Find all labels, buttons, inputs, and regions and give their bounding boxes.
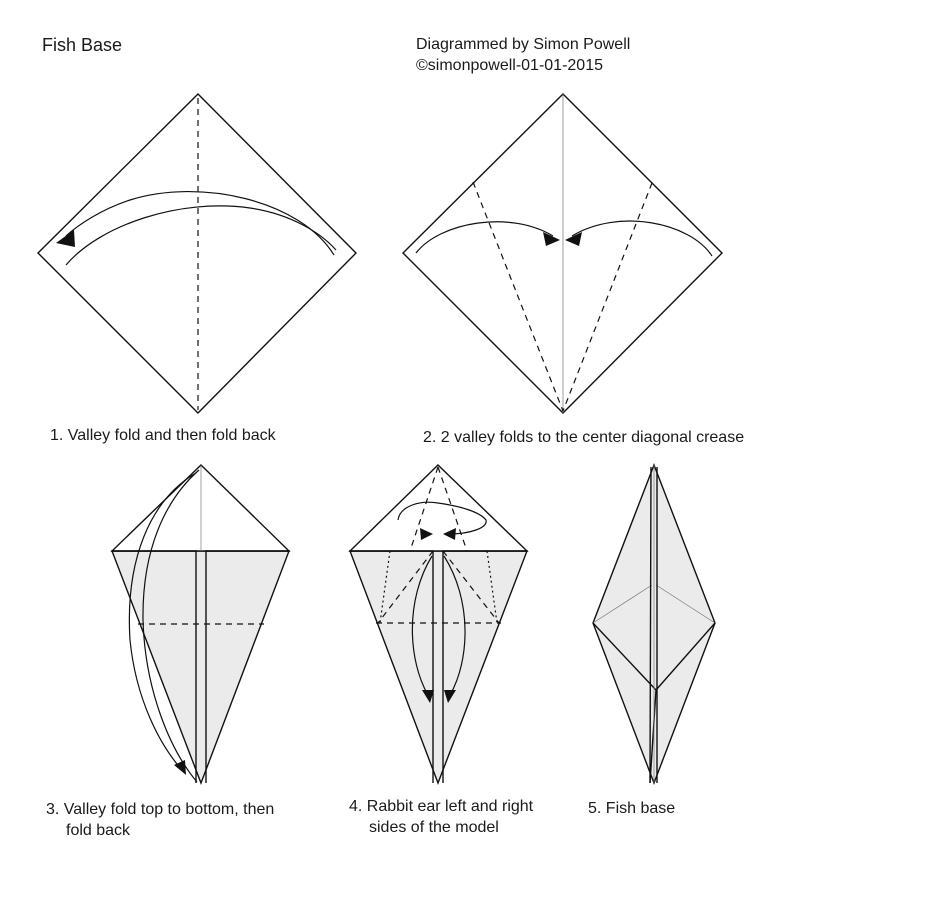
- step-3-left-flap: [112, 550, 197, 783]
- step-3-arrowhead: [174, 760, 186, 775]
- step-2-right-arrowhead: [565, 232, 582, 246]
- step-4-right-dotted-crease: [486, 550, 498, 624]
- step-4-caption: 4. Rabbit ear left and right sides of th…: [349, 796, 533, 838]
- step-1-fold-arrow: [65, 190, 335, 256]
- step-4-kite-top: [348, 464, 529, 552]
- step-4-kite-lower: [348, 550, 529, 785]
- step-3-caption: 3. Valley fold top to bottom, then fold …: [46, 799, 274, 841]
- step-3-kite-lower: [110, 550, 291, 785]
- credit-block: Diagrammed by Simon Powell ©simonpowell-…: [416, 34, 630, 76]
- step-4-left-arrow: [411, 555, 433, 696]
- step-4-left-dotted-crease: [379, 550, 391, 624]
- step-4-top-arrow: [397, 501, 487, 535]
- step-2-right-arrow: [571, 220, 713, 257]
- diagram-title: Fish Base: [42, 35, 123, 55]
- step-4-lower-right-valley: [442, 550, 500, 624]
- step-5-figure: [592, 463, 716, 785]
- step-4-top-right-arrowhead: [443, 528, 456, 540]
- step-2-right-valley-fold: [562, 182, 653, 412]
- step-3-return-arrow: [142, 469, 200, 783]
- step-2-square: [402, 93, 723, 414]
- step-3-fold-arrow: [128, 472, 197, 771]
- step-2-left-arrowhead: [543, 232, 560, 246]
- step-4-caption-line1: 4. Rabbit ear left and right: [349, 798, 534, 815]
- step-4-caption-line2: sides of the model: [369, 819, 499, 836]
- step-4-right-arrowhead: [444, 690, 456, 703]
- step-4-figure: [348, 464, 529, 785]
- step-4-left-arrowhead: [422, 690, 434, 703]
- step-3-figure: [110, 464, 291, 785]
- step-4-top-left-arrowhead: [420, 528, 433, 540]
- step-1-square: [37, 93, 357, 414]
- credit-copyright: ©simonpowell-01-01-2015: [416, 57, 603, 74]
- step-4-right-arrow: [443, 555, 466, 696]
- step-2-left-arrow: [415, 221, 554, 254]
- step-5-caption: 5. Fish base: [588, 800, 676, 817]
- step-1-arrowhead: [56, 230, 75, 247]
- step-5-right-flap: [655, 622, 716, 691]
- step-5-center-left-edge: [649, 466, 652, 784]
- step-3-caption-line2: fold back: [66, 822, 131, 839]
- step-5-right-upper-crease: [655, 584, 716, 624]
- step-3-caption-line1: 3. Valley fold top to bottom, then: [46, 801, 275, 818]
- step-2-left-valley-fold: [472, 181, 564, 412]
- step-1-figure: [37, 93, 357, 414]
- step-4-lower-left-valley: [377, 550, 434, 624]
- step-2-caption: 2. 2 valley folds to the center diagonal…: [423, 429, 745, 446]
- step-5-left-upper-crease: [592, 584, 653, 624]
- step-2-figure: [402, 93, 723, 414]
- step-3-kite-top: [110, 464, 291, 552]
- credit-author: Diagrammed by Simon Powell: [416, 36, 631, 53]
- step-4-upper-left-valley: [409, 466, 439, 552]
- step-1-return-arrow: [65, 205, 337, 266]
- step-4-upper-right-valley: [437, 466, 468, 552]
- step-3-right-flap: [205, 550, 289, 783]
- step-1-caption: 1. Valley fold and then fold back: [50, 427, 276, 444]
